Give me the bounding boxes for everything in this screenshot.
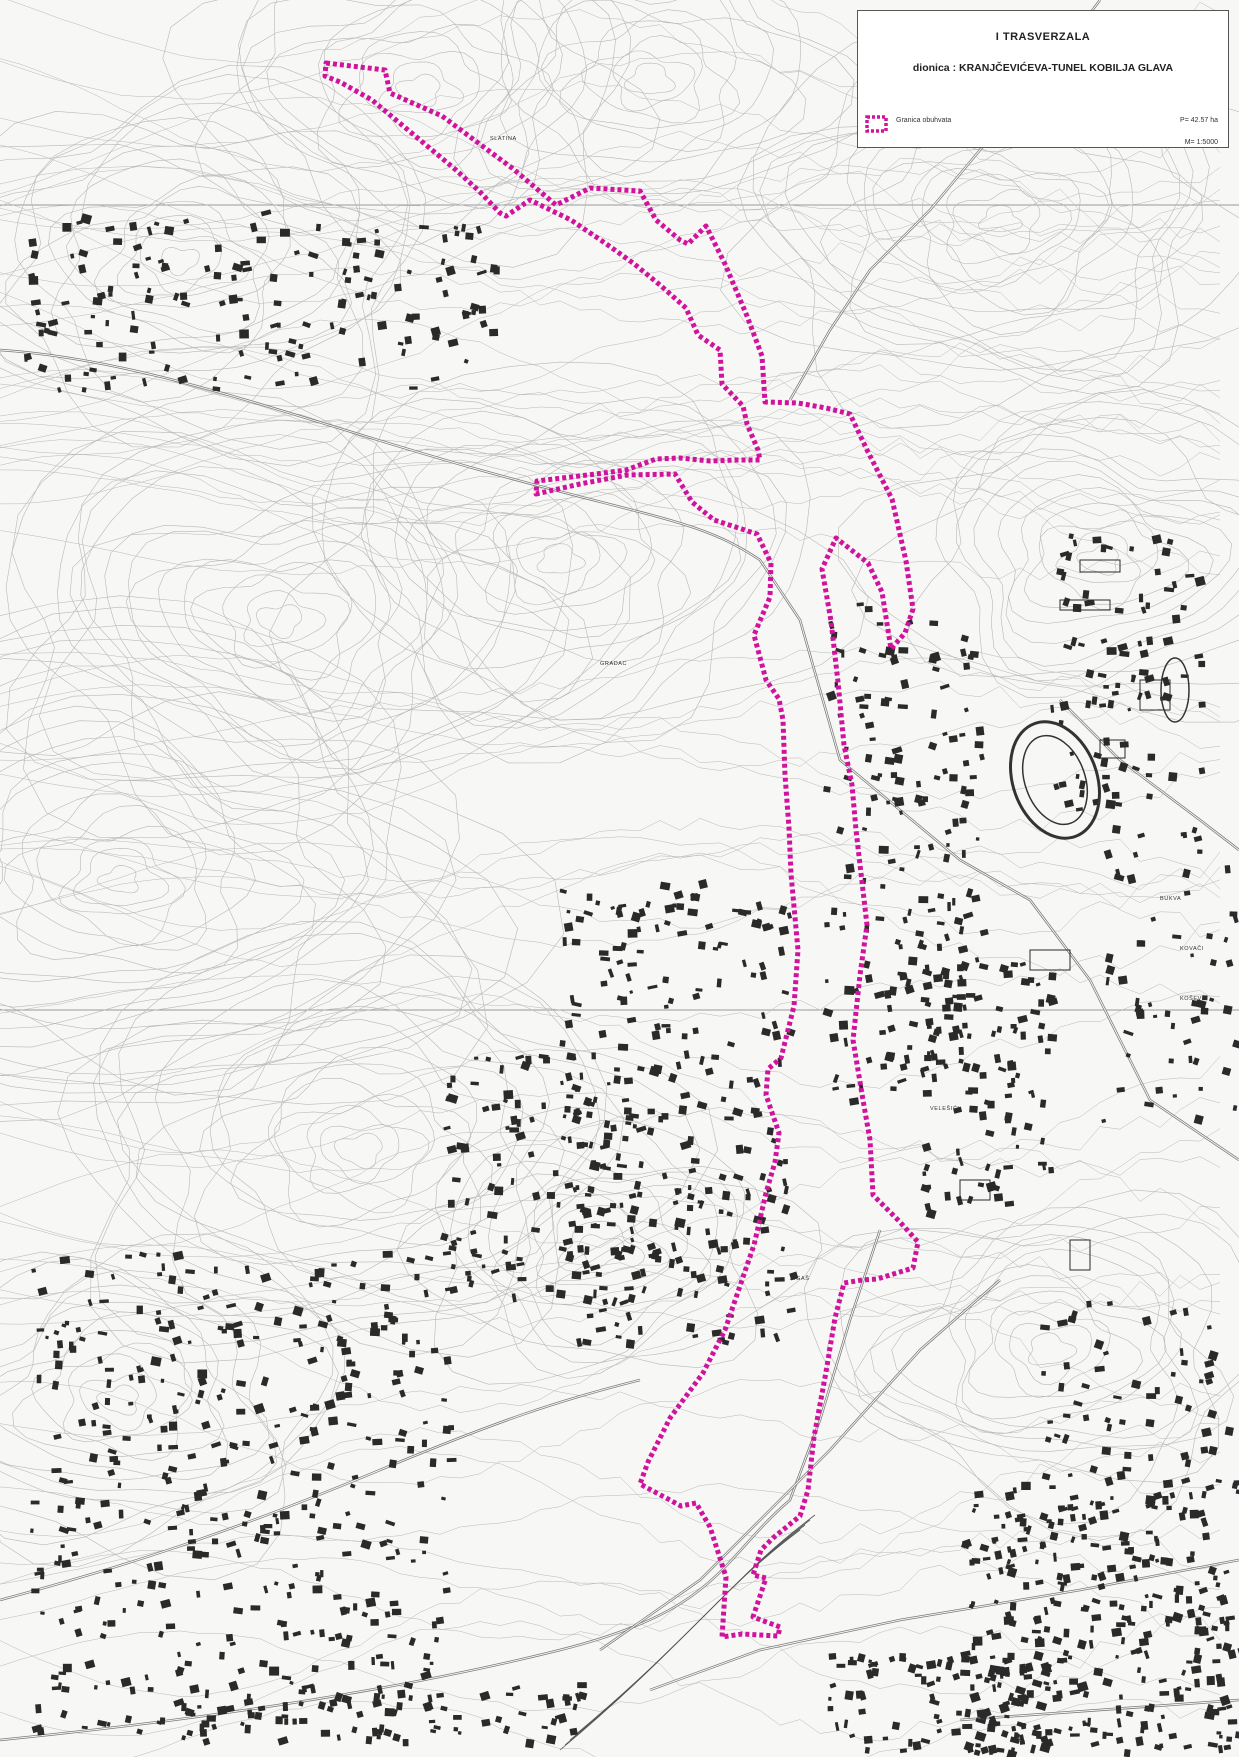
place-label: KOŠEVO bbox=[1180, 995, 1207, 1002]
place-label: ZIGAŠ bbox=[790, 1275, 810, 1282]
place-label: SLATINA bbox=[490, 136, 517, 142]
place-labels: GRADAC VELEŠIĆI KOŠEVO BUKVA ZIGAŠ KOVAČI SLAT… bbox=[490, 136, 1207, 1282]
place-label: BUKVA bbox=[1160, 896, 1181, 902]
place-label: VELEŠIĆI bbox=[930, 1105, 960, 1112]
legend-boundary-label: Granica obuhvata bbox=[896, 117, 952, 124]
map-legend: I TRASVERZALA dionica : KRANJČEVIĆEVA-TU… bbox=[857, 10, 1229, 148]
legend-section-prefix: dionica : bbox=[912, 62, 957, 74]
stadium-symbol bbox=[1009, 657, 1190, 840]
place-label: KOVAČI bbox=[1180, 945, 1204, 952]
legend-section-name: KRANJČEVIĆEVA-TUNEL KOBILJA GLAVA bbox=[958, 62, 1174, 74]
building-blocks bbox=[23, 209, 1239, 1757]
legend-title: I TRASVERZALA bbox=[995, 31, 1091, 43]
place-label: GRADAC bbox=[600, 661, 627, 667]
project-boundary[interactable] bbox=[322, 60, 921, 1640]
legend-section-line: dionica : KRANJČEVIĆEVA-TUNEL KOBILJA GL… bbox=[858, 62, 1228, 74]
legend-area: P= 42.57 ha bbox=[1180, 117, 1218, 124]
legend-scale: M= 1:5000 bbox=[1184, 139, 1218, 146]
boundary-swatch-icon bbox=[865, 115, 888, 133]
